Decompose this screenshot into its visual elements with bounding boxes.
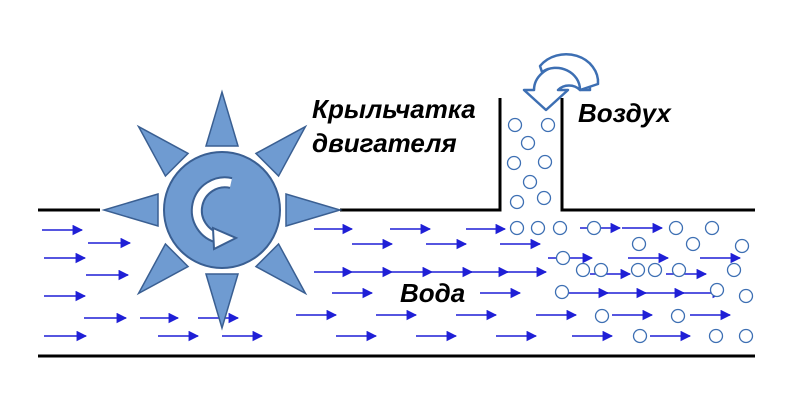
air-bubble xyxy=(685,236,701,252)
pipe xyxy=(38,98,755,358)
air-bubble xyxy=(704,220,720,236)
air-bubbles xyxy=(506,117,754,344)
air-bubble xyxy=(555,250,571,266)
air-bubble xyxy=(509,220,525,236)
air-bubble xyxy=(668,220,684,236)
impeller-blade xyxy=(136,124,190,178)
air-bubble xyxy=(630,262,646,278)
air-bubble xyxy=(671,262,687,278)
air-bubble xyxy=(594,308,610,324)
air-bubble xyxy=(586,220,602,236)
air-bubble xyxy=(738,328,754,344)
rotation-arrow-icon xyxy=(190,176,239,251)
impeller-blade xyxy=(101,192,159,228)
air-bubble xyxy=(509,194,525,210)
air-bubble xyxy=(575,262,591,278)
air-inlet-right-wall xyxy=(560,98,755,212)
air-bubble xyxy=(670,308,686,324)
air-bubble xyxy=(726,262,742,278)
air-bubble xyxy=(522,174,538,190)
impeller-blade xyxy=(204,273,240,331)
air-bubble xyxy=(520,135,536,151)
air-bubble xyxy=(593,262,609,278)
air-bubble xyxy=(536,190,552,206)
air-bubble xyxy=(734,238,750,254)
air-bubble xyxy=(738,288,754,304)
impeller-blades xyxy=(101,89,343,331)
air-bubble xyxy=(537,154,553,170)
air-bubble xyxy=(554,284,570,300)
air-bubble xyxy=(708,328,724,344)
impeller-label-line1: Крыльчатка xyxy=(312,94,476,124)
air-bubble xyxy=(709,282,725,298)
air-intake-arrow-icon xyxy=(522,53,600,112)
impeller-blade xyxy=(254,124,308,178)
air-bubble xyxy=(507,117,523,133)
impeller-hub xyxy=(163,151,281,269)
air-bubble xyxy=(506,155,522,171)
air-bubble xyxy=(631,236,647,252)
air-label: Воздух xyxy=(578,98,672,128)
air-bubble xyxy=(632,328,648,344)
impeller-blade xyxy=(136,242,190,296)
air-bubble xyxy=(540,117,556,133)
air-bubble xyxy=(530,220,546,236)
water-flow-arrows xyxy=(42,222,742,342)
water-label: Вода xyxy=(400,278,465,308)
impeller-label-line2: двигателя xyxy=(312,128,457,158)
air-bubble xyxy=(647,262,663,278)
impeller-blade xyxy=(254,242,308,296)
impeller-icon xyxy=(101,89,343,331)
air-bubble xyxy=(552,220,568,236)
impeller-blade xyxy=(204,89,240,147)
pipe-top-wall-right-with-inlet xyxy=(340,98,502,212)
impeller-blade xyxy=(285,192,343,228)
